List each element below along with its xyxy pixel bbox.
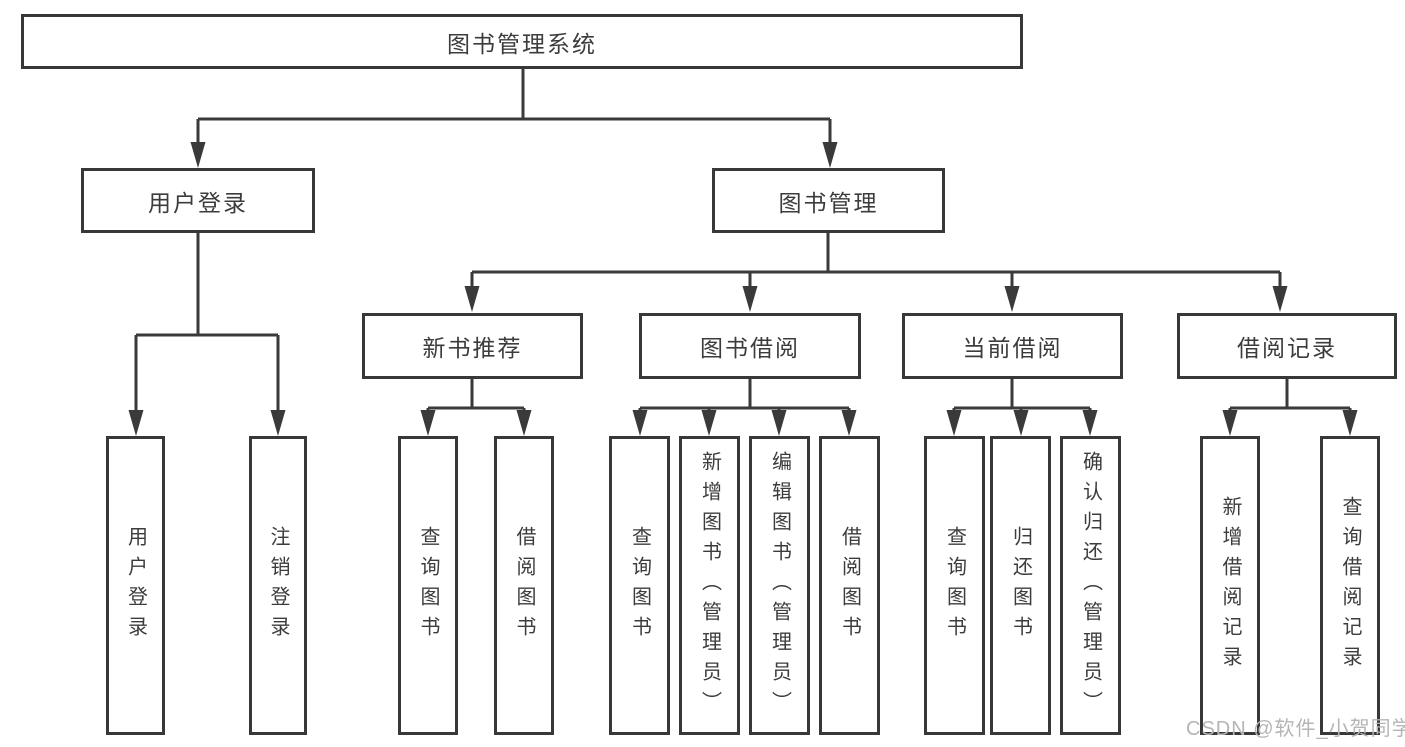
leaf-query-books-current: 查询图书 [924, 436, 985, 735]
leaf-label: 查询图书 [417, 525, 439, 646]
leaf-query-books-borrowing: 查询图书 [609, 436, 670, 735]
leaf-user-login: 用户登录 [106, 436, 165, 735]
leaf-label: 查询图书 [628, 525, 651, 646]
node-label: 借阅记录 [1237, 335, 1337, 361]
node-new-book-recommendation: 新书推荐 [362, 313, 583, 379]
leaf-query-borrow-record: 查询借阅记录 [1320, 436, 1380, 735]
leaf-label: 查询图书 [943, 525, 966, 646]
leaf-label: 用户登录 [124, 525, 147, 646]
leaf-label: 查询借阅记录 [1339, 495, 1361, 676]
node-user-login: 用户登录 [81, 168, 315, 233]
leaf-confirm-return-admin: 确认归还（管理员） [1060, 436, 1121, 735]
leaf-add-books-admin: 新增图书（管理员） [679, 436, 740, 735]
leaf-label: 新增借阅记录 [1219, 495, 1241, 676]
leaf-edit-books-admin: 编辑图书（管理员） [749, 436, 810, 735]
node-borrowing-records: 借阅记录 [1177, 313, 1397, 379]
node-label: 图书借阅 [700, 335, 800, 361]
leaf-borrow-books: 借阅图书 [819, 436, 880, 735]
node-label: 新书推荐 [422, 335, 523, 361]
leaf-label: 确认归还（管理员） [1079, 450, 1102, 721]
node-current-borrowing: 当前借阅 [902, 313, 1123, 379]
leaf-label: 注销登录 [267, 525, 289, 646]
node-label: 图书管理 [778, 189, 879, 216]
node-label: 当前借阅 [962, 335, 1063, 361]
leaf-label: 借阅图书 [838, 525, 861, 646]
leaf-label: 借阅图书 [513, 525, 535, 646]
leaf-label: 新增图书（管理员） [698, 450, 721, 721]
leaf-return-books: 归还图书 [990, 436, 1051, 735]
node-book-borrowing: 图书借阅 [639, 313, 861, 379]
node-label: 图书管理系统 [447, 30, 597, 57]
leaf-logout: 注销登录 [249, 436, 307, 735]
node-label: 用户登录 [148, 189, 248, 216]
node-book-management: 图书管理 [712, 168, 945, 233]
node-library-management-system: 图书管理系统 [21, 14, 1023, 69]
leaf-label: 归还图书 [1009, 525, 1032, 646]
leaf-label: 编辑图书（管理员） [768, 450, 791, 721]
leaf-query-books-recommend: 查询图书 [398, 436, 458, 735]
csdn-watermark: CSDN @软件_小贺同学 [1186, 718, 1405, 740]
leaf-borrow-books-recommend: 借阅图书 [494, 436, 554, 735]
leaf-add-borrow-record: 新增借阅记录 [1200, 436, 1260, 735]
